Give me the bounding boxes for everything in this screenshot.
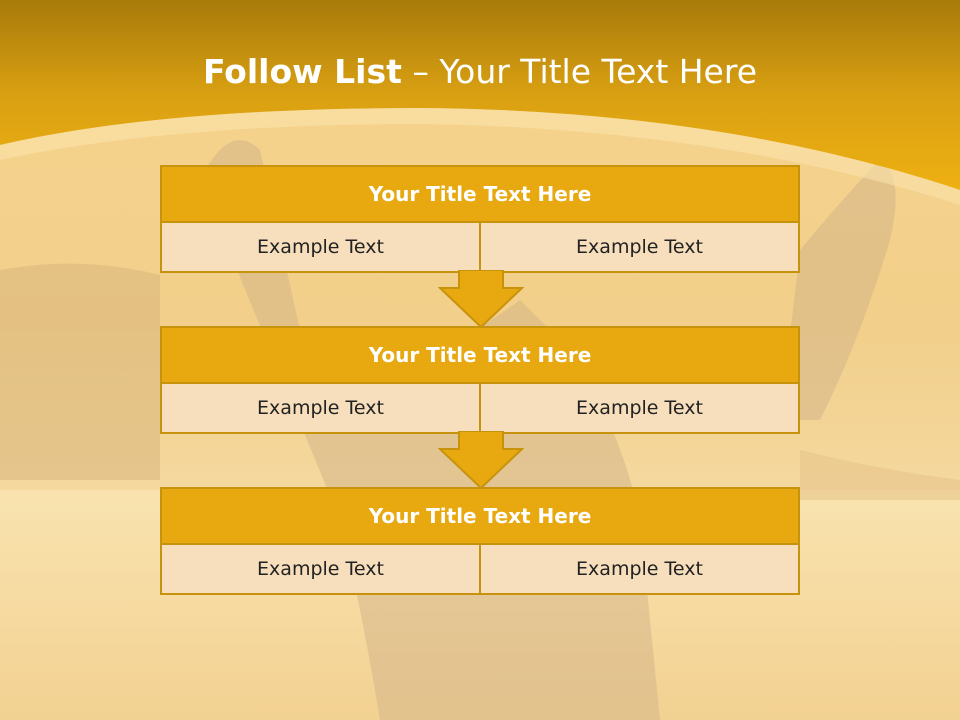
down-arrow-2 [438,431,524,489]
step-box-3: Your Title Text Here Example Text Exampl… [160,487,800,595]
step-box-1: Your Title Text Here Example Text Exampl… [160,165,800,273]
down-arrow-1 [438,270,524,328]
step-text-right: Example Text [479,545,798,593]
slide-title: Follow List – Your Title Text Here [0,52,960,91]
step-text-left: Example Text [257,397,384,419]
step-title: Your Title Text Here [162,489,798,545]
step-title: Your Title Text Here [162,328,798,384]
step-text-left: Example Text [257,558,384,580]
step-text-left: Example Text [257,236,384,258]
step-box-2: Your Title Text Here Example Text Exampl… [160,326,800,434]
step-text-right: Example Text [479,384,798,432]
slide-title-main: Follow List [202,52,402,91]
step-text-right: Example Text [479,223,798,271]
slide-title-sub: – Your Title Text Here [412,52,758,91]
step-title: Your Title Text Here [162,167,798,223]
